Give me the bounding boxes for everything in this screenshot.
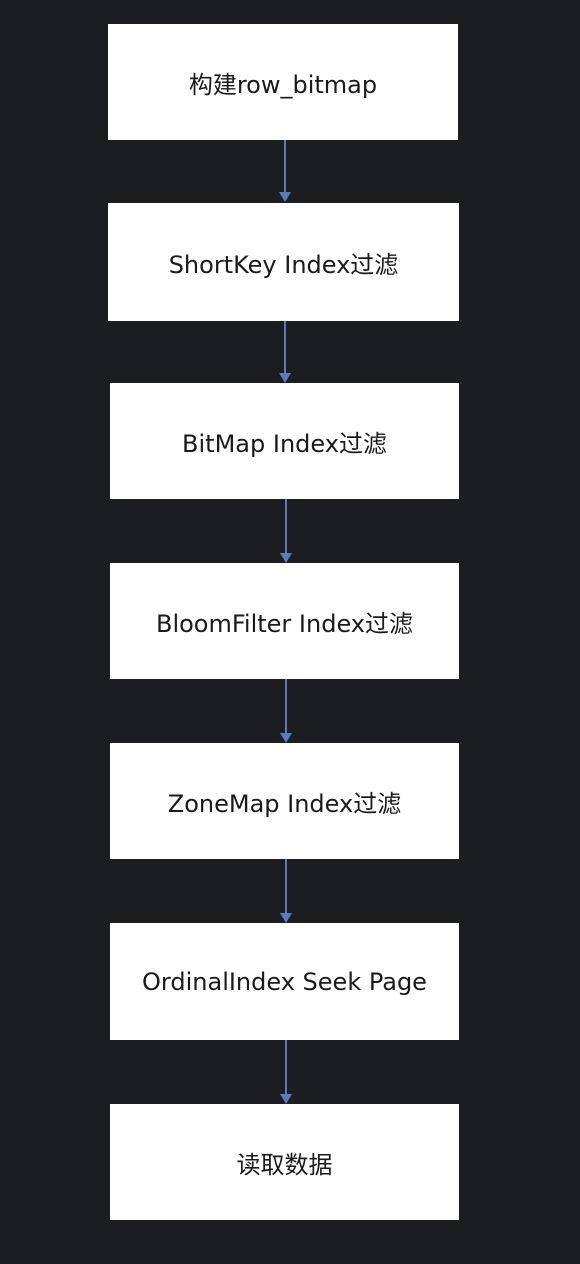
step-label: 构建row_bitmap xyxy=(188,70,378,99)
step-zonemap-index-filter: ZoneMap Index过滤 xyxy=(110,743,459,859)
step-shortkey-index-filter: ShortKey Index过滤 xyxy=(108,203,459,321)
flow-arrow xyxy=(279,140,291,202)
flow-arrow xyxy=(280,859,292,923)
step-label: ZoneMap Index过滤 xyxy=(167,789,402,818)
step-label: BloomFilter Index过滤 xyxy=(155,609,413,638)
step-label: ShortKey Index过滤 xyxy=(168,250,399,279)
step-build-row-bitmap: 构建row_bitmap xyxy=(108,24,458,140)
flow-arrow xyxy=(279,321,291,383)
step-bloomfilter-index-filter: BloomFilter Index过滤 xyxy=(110,563,459,679)
step-read-data: 读取数据 xyxy=(110,1104,459,1220)
step-label: 读取数据 xyxy=(236,1150,333,1179)
flow-arrow xyxy=(280,679,292,743)
step-label: BitMap Index过滤 xyxy=(182,429,387,458)
flow-arrow xyxy=(280,1040,292,1104)
step-bitmap-index-filter: BitMap Index过滤 xyxy=(110,383,459,499)
step-label: OrdinalIndex Seek Page xyxy=(142,967,427,996)
step-ordinalindex-seek-page: OrdinalIndex Seek Page xyxy=(110,923,459,1040)
flow-arrow xyxy=(280,499,292,563)
